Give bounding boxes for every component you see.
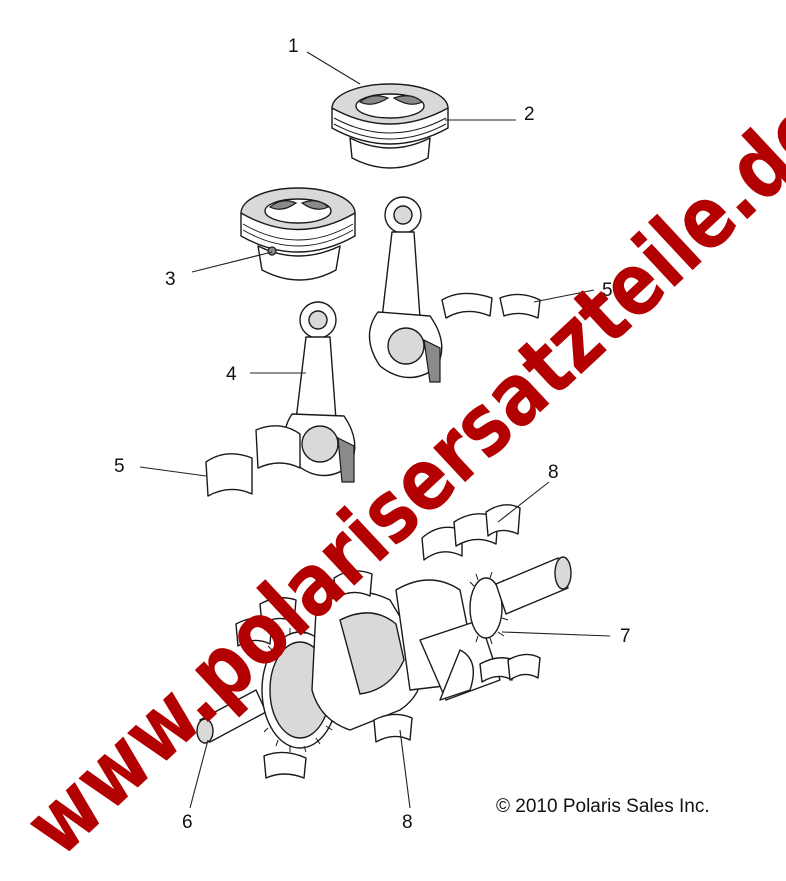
bearing-shells-right	[441, 292, 541, 319]
callout-6: 6	[182, 812, 193, 833]
connecting-rod-left	[284, 301, 356, 483]
callout-2: 2	[524, 104, 535, 125]
callout-4: 4	[226, 364, 237, 385]
connecting-rod-right	[368, 196, 443, 383]
crankshaft	[196, 556, 572, 753]
main-bearing-shells-lower	[235, 570, 541, 779]
bearing-shells-left	[205, 425, 301, 497]
piston-upper	[331, 83, 449, 169]
main-bearing-shells-upper	[421, 504, 521, 561]
copyright-text: © 2010 Polaris Sales Inc.	[496, 796, 710, 817]
callout-8-upper: 8	[548, 462, 559, 483]
callout-7: 7	[620, 626, 631, 647]
callout-5-left: 5	[114, 456, 125, 477]
callout-5-right: 5	[602, 280, 613, 301]
callout-1: 1	[288, 36, 299, 57]
callout-3: 3	[165, 269, 176, 290]
leader-lines	[139, 51, 611, 809]
piston-lower	[240, 187, 356, 281]
callout-8-lower: 8	[402, 812, 413, 833]
